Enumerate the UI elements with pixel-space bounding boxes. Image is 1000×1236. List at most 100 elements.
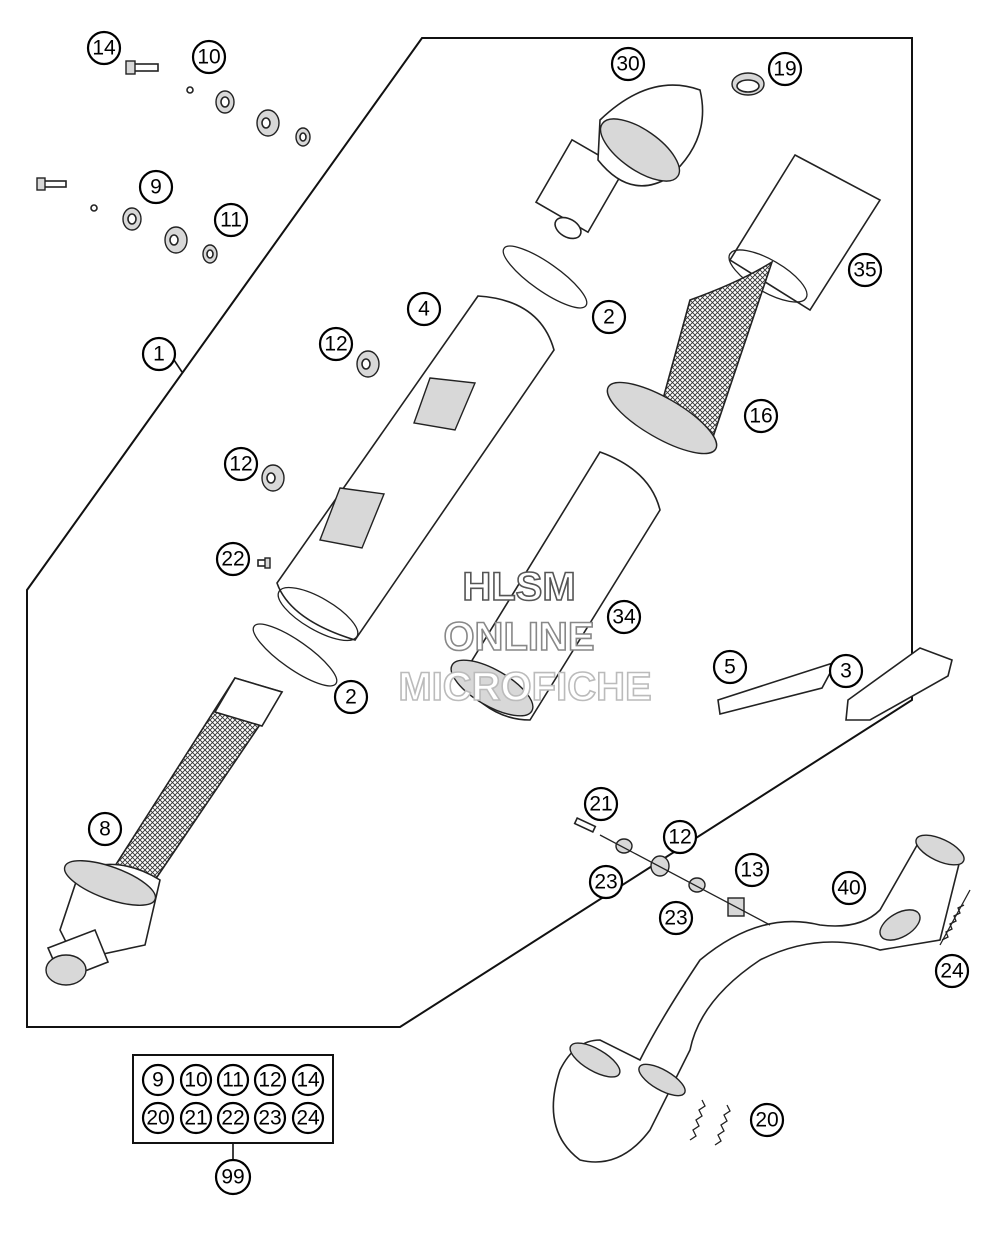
callout-40: 40 bbox=[831, 870, 867, 906]
gasket-2-lower bbox=[252, 623, 338, 687]
svg-text:34: 34 bbox=[612, 606, 636, 629]
header-pipe-40-inlet-a bbox=[569, 1042, 621, 1078]
kit-callout-14: 14 bbox=[291, 1063, 325, 1097]
svg-text:20: 20 bbox=[146, 1107, 169, 1130]
svg-text:2: 2 bbox=[345, 686, 357, 709]
svg-text:9: 9 bbox=[152, 1069, 164, 1092]
callout-2-lower: 2 bbox=[333, 679, 369, 715]
callout-20: 20 bbox=[749, 1102, 785, 1138]
silencer-assembly-frame bbox=[26, 37, 913, 1028]
svg-text:22: 22 bbox=[221, 1107, 244, 1130]
gasket-2-upper bbox=[502, 245, 588, 309]
svg-text:99: 99 bbox=[221, 1166, 244, 1189]
svg-text:1: 1 bbox=[153, 343, 165, 366]
callout-21: 21 bbox=[583, 786, 619, 822]
svg-text:3: 3 bbox=[840, 660, 852, 683]
svg-text:5: 5 bbox=[724, 656, 736, 679]
svg-text:14: 14 bbox=[296, 1069, 320, 1092]
svg-text:4: 4 bbox=[418, 298, 430, 321]
callout-30: 30 bbox=[610, 46, 646, 82]
callout-3: 3 bbox=[828, 653, 864, 689]
svg-text:12: 12 bbox=[324, 333, 347, 356]
rivet-left bbox=[90, 204, 98, 212]
callout-1: 1 bbox=[141, 336, 177, 372]
svg-text:20: 20 bbox=[755, 1109, 778, 1132]
callout-34: 34 bbox=[606, 599, 642, 635]
body-4-end bbox=[277, 586, 359, 642]
svg-text:12: 12 bbox=[668, 826, 691, 849]
svg-text:10: 10 bbox=[197, 46, 220, 69]
bolt-21 bbox=[573, 816, 597, 834]
nut-top bbox=[295, 127, 311, 147]
kit-callout-20: 20 bbox=[141, 1101, 175, 1135]
svg-text:9: 9 bbox=[150, 176, 162, 199]
svg-text:30: 30 bbox=[616, 53, 639, 76]
nut-11 bbox=[202, 244, 218, 264]
grommet-left bbox=[164, 226, 188, 254]
callout-2-upper: 2 bbox=[591, 299, 627, 335]
core-8-flange bbox=[63, 860, 157, 906]
core-8-perforated-end bbox=[213, 677, 284, 727]
inner-tube-16-flange bbox=[606, 381, 718, 455]
heat-guard-3 bbox=[845, 647, 953, 721]
svg-text:24: 24 bbox=[940, 960, 964, 983]
svg-text:14: 14 bbox=[92, 37, 116, 60]
svg-text:16: 16 bbox=[749, 405, 772, 428]
watermark-line3: MICROFICHE bbox=[398, 665, 651, 709]
callout-8: 8 bbox=[87, 811, 123, 847]
callout-16: 16 bbox=[743, 398, 779, 434]
mount-axis bbox=[599, 834, 771, 926]
svg-text:24: 24 bbox=[296, 1107, 320, 1130]
svg-text:2: 2 bbox=[603, 306, 615, 329]
callout-10: 10 bbox=[191, 39, 227, 75]
callout-13: 13 bbox=[734, 852, 770, 888]
callout-4: 4 bbox=[406, 291, 442, 327]
callout-12-upper: 12 bbox=[318, 326, 354, 362]
kit-callout-9: 9 bbox=[141, 1063, 175, 1097]
heat-guard-5 bbox=[717, 660, 838, 715]
svg-text:23: 23 bbox=[664, 907, 687, 930]
callout-5: 5 bbox=[712, 649, 748, 685]
svg-text:12: 12 bbox=[258, 1069, 281, 1092]
callout-22: 22 bbox=[215, 541, 251, 577]
mount-bracket-upper bbox=[413, 377, 477, 431]
svg-text:23: 23 bbox=[258, 1107, 281, 1130]
callout-12-lower: 12 bbox=[223, 446, 259, 482]
watermark-line2: ONLINE bbox=[443, 615, 594, 659]
grommet-12-c bbox=[650, 855, 670, 877]
grommet-12-upper bbox=[356, 350, 380, 378]
svg-text:22: 22 bbox=[221, 548, 244, 571]
watermark-line1: HLSM bbox=[462, 565, 575, 609]
spring-24 bbox=[939, 889, 971, 946]
bolt-14 bbox=[125, 60, 159, 75]
svg-text:21: 21 bbox=[184, 1107, 207, 1130]
svg-text:13: 13 bbox=[740, 859, 763, 882]
kit-callout-23: 23 bbox=[253, 1101, 287, 1135]
mount-bracket-lower bbox=[319, 487, 385, 549]
svg-text:35: 35 bbox=[853, 259, 876, 282]
washer-top bbox=[215, 90, 235, 114]
callout-23-right: 23 bbox=[658, 900, 694, 936]
callout-99: 99 bbox=[214, 1158, 252, 1196]
washer-9 bbox=[122, 207, 142, 231]
header-pipe-40-port bbox=[879, 909, 921, 941]
sleeve-34-end bbox=[450, 659, 534, 717]
rivet-10 bbox=[186, 86, 194, 94]
screw-22 bbox=[257, 557, 271, 569]
svg-text:21: 21 bbox=[589, 793, 612, 816]
svg-text:23: 23 bbox=[594, 871, 617, 894]
leader-1 bbox=[173, 359, 183, 373]
kit-callout-24: 24 bbox=[291, 1101, 325, 1135]
callout-11: 11 bbox=[213, 202, 249, 238]
silencer-body-4 bbox=[276, 295, 555, 641]
spring-20-b bbox=[714, 1104, 731, 1146]
ring-19 bbox=[731, 72, 765, 96]
callout-35: 35 bbox=[847, 252, 883, 288]
svg-text:12: 12 bbox=[229, 453, 252, 476]
svg-text:19: 19 bbox=[773, 58, 796, 81]
svg-text:8: 8 bbox=[99, 818, 111, 841]
svg-text:11: 11 bbox=[222, 1069, 244, 1092]
kit-callout-11: 11 bbox=[216, 1063, 250, 1097]
callout-23-left: 23 bbox=[588, 864, 624, 900]
